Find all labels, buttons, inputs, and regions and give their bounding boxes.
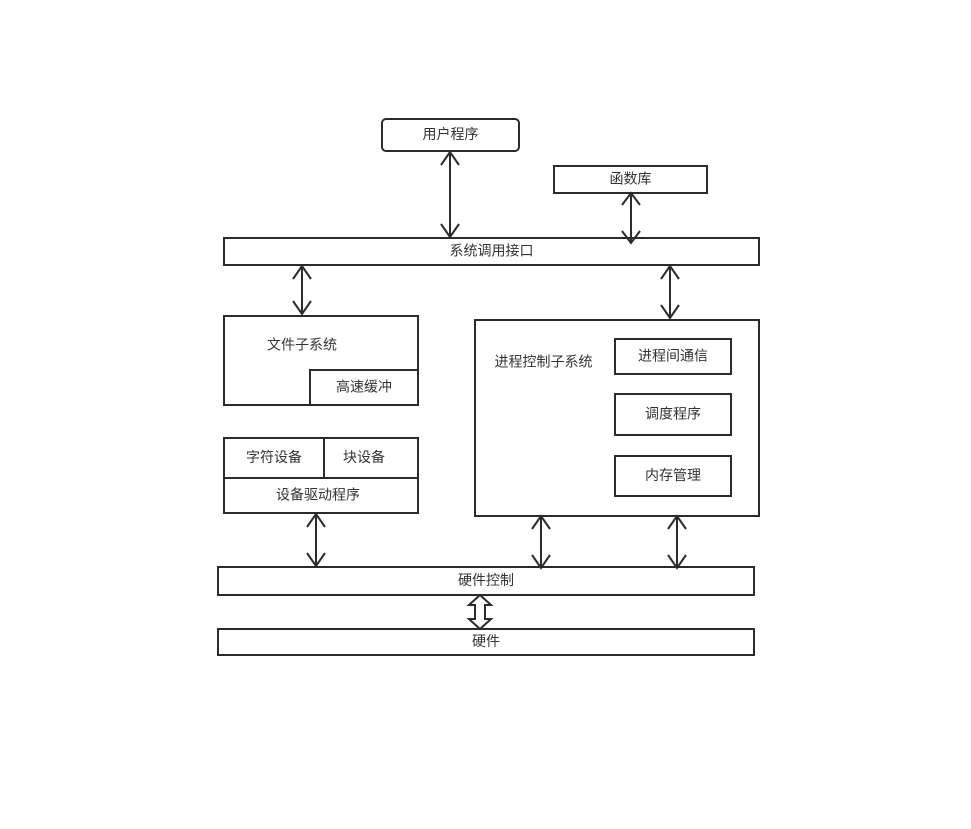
arrow-process-control-hardware-control-left	[531, 514, 551, 570]
memory-management-node: 内存管理	[614, 455, 732, 497]
arrow-user-program-syscall	[440, 150, 460, 239]
arrow-syscall-file-subsystem	[292, 264, 312, 316]
arrow-device-driver-hardware-control	[306, 512, 326, 568]
memory-management-label: 内存管理	[645, 468, 701, 484]
device-group-node: 字符设备 块设备 设备驱动程序	[223, 437, 419, 514]
scheduler-node: 调度程序	[614, 393, 732, 436]
process-control-subsystem-label: 进程控制子系统	[495, 355, 593, 371]
cache-buffer-label: 高速缓冲	[336, 379, 392, 396]
block-device-label: 块设备	[343, 449, 385, 466]
user-program-node: 用户程序	[381, 118, 520, 152]
syscall-interface-label: 系统调用接口	[450, 243, 534, 260]
scheduler-label: 调度程序	[645, 407, 701, 423]
arrow-function-library-syscall	[621, 191, 641, 245]
cache-buffer-node: 高速缓冲	[309, 369, 419, 406]
arrow-syscall-process-control	[660, 264, 680, 320]
hardware-control-label: 硬件控制	[458, 573, 514, 589]
ipc-label: 进程间通信	[638, 349, 708, 365]
function-library-label: 函数库	[610, 172, 652, 188]
device-driver-label: 设备驱动程序	[276, 487, 360, 504]
hardware-label: 硬件	[472, 634, 500, 650]
ipc-node: 进程间通信	[614, 338, 732, 375]
char-device-label: 字符设备	[246, 449, 302, 466]
function-library-node: 函数库	[553, 165, 708, 194]
arrow-process-control-hardware-control-right	[667, 514, 687, 570]
file-subsystem-label: 文件子系统	[267, 338, 337, 354]
hardware-node: 硬件	[217, 628, 755, 656]
syscall-interface-node: 系统调用接口	[223, 237, 760, 266]
user-program-label: 用户程序	[423, 126, 479, 143]
hardware-control-node: 硬件控制	[217, 566, 755, 596]
hollow-arrow-hardware-control-hardware	[466, 593, 494, 631]
